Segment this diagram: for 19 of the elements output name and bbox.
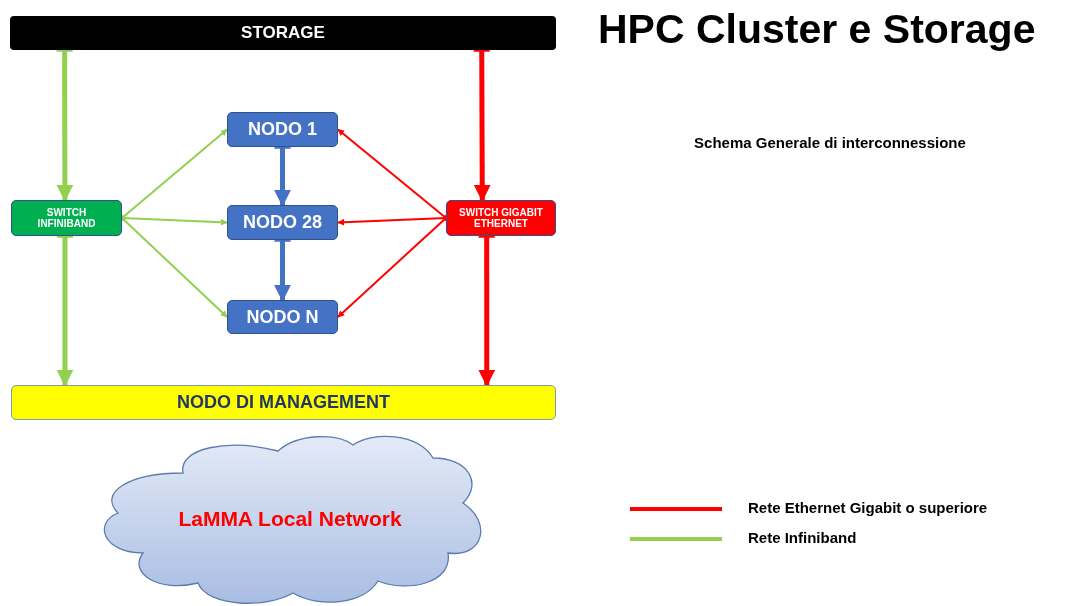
compute-node-box <box>227 112 338 147</box>
storage-bar <box>10 16 556 50</box>
node-label: NODO N <box>246 306 319 328</box>
page-title: HPC Cluster e Storage <box>598 6 1036 53</box>
switch-box <box>11 200 122 236</box>
node-label: STORAGE <box>241 23 325 43</box>
compute-node-box <box>227 300 338 334</box>
node-label: SWITCH INFINIBAND <box>36 206 97 230</box>
compute-node-box <box>227 205 338 240</box>
subtitle: Schema Generale di interconnessione <box>693 134 967 151</box>
node-label: NODO 1 <box>248 119 317 140</box>
node-label: SWITCH GIGABIT ETHERNET <box>458 206 544 230</box>
legend-text: Rete Ethernet Gigabit o superiore <box>748 499 988 516</box>
legend-text: Rete Infiniband <box>748 529 857 546</box>
switch-box <box>446 200 556 236</box>
management-bar <box>11 385 556 420</box>
node-label: LaMMA Local Network <box>178 507 402 532</box>
node-label: NODO 28 <box>243 212 322 233</box>
node-label: NODO DI MANAGEMENT <box>177 392 390 413</box>
